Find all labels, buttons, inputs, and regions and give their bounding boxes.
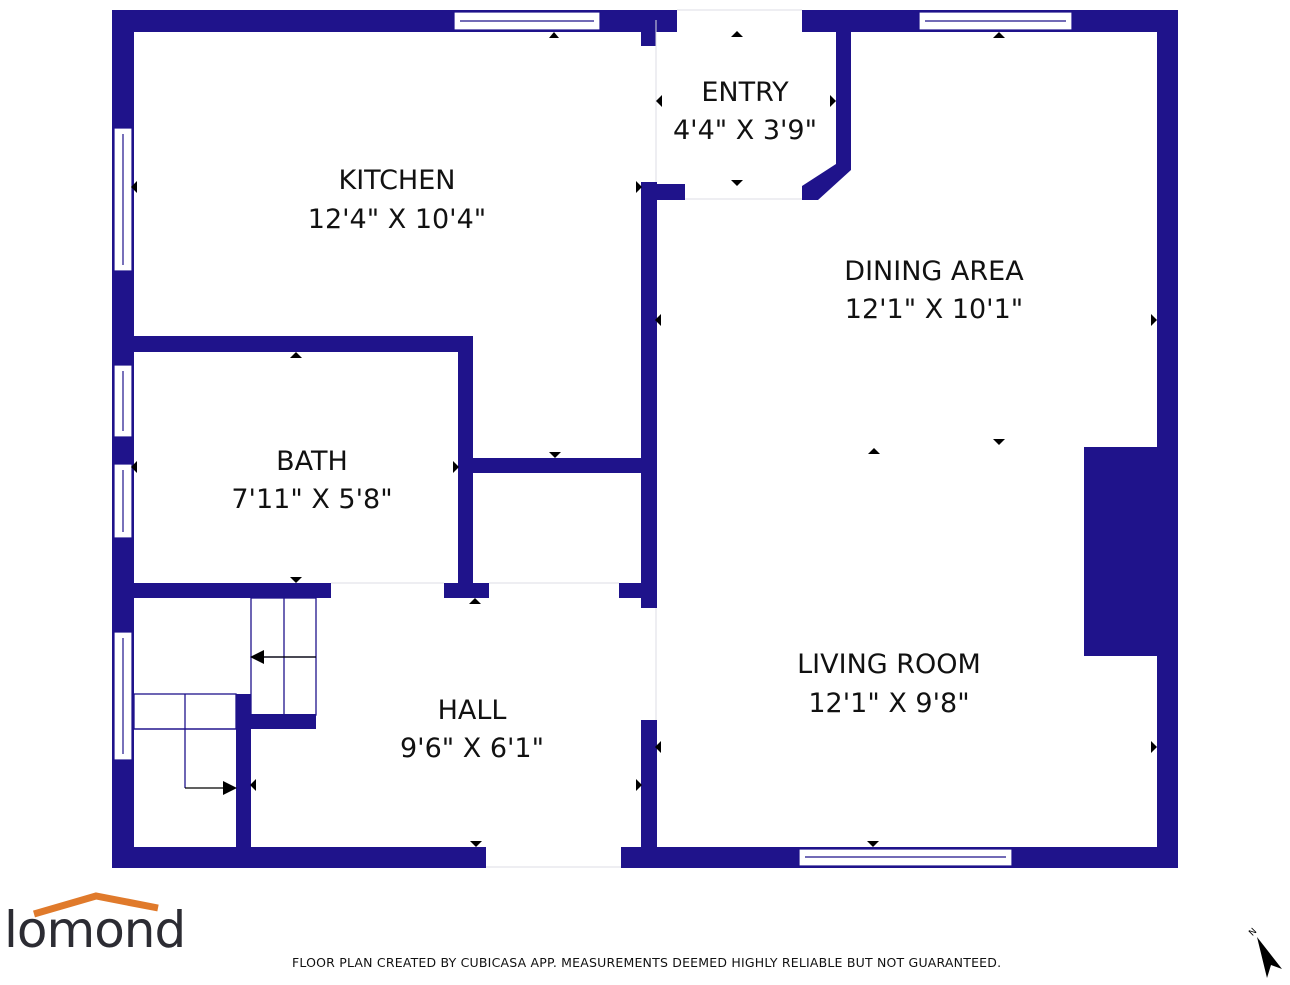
dimension-tick — [250, 779, 256, 791]
dimension-tick — [1151, 314, 1157, 326]
brand-logo: lomond — [4, 901, 186, 959]
dimension-tick — [731, 180, 743, 186]
stair-arrow-icon — [250, 650, 264, 664]
room-name-bath: BATH — [276, 446, 348, 477]
dimension-tick — [1151, 741, 1157, 753]
room-name-living: LIVING ROOM — [797, 649, 981, 680]
dimension-tick — [131, 181, 137, 193]
stair-arrow-icon — [223, 781, 237, 795]
dimension-ticks — [131, 31, 1157, 847]
room-name-entry: ENTRY — [701, 77, 789, 108]
north-compass-icon: N — [1247, 927, 1282, 978]
dimension-tick — [469, 598, 481, 604]
windows — [113, 11, 1073, 867]
dimension-tick — [868, 448, 880, 454]
dimension-tick — [549, 32, 559, 38]
wall — [641, 184, 685, 200]
room-size-entry: 4'4" X 3'9" — [673, 115, 817, 146]
wall — [641, 720, 657, 868]
room-labels: KITCHEN 12'4" X 10'4" ENTRY 4'4" X 3'9" … — [231, 77, 1024, 764]
wall — [1157, 10, 1178, 868]
dimension-tick — [453, 461, 459, 473]
wall — [112, 583, 331, 598]
dimension-tick — [867, 841, 879, 847]
open-boundaries — [331, 9, 802, 868]
logo-roof-icon — [33, 892, 159, 918]
wall — [458, 458, 656, 473]
dimension-tick — [993, 32, 1005, 38]
room-size-hall: 9'6" X 6'1" — [400, 733, 544, 764]
walls — [112, 10, 1178, 868]
wall — [619, 583, 656, 598]
dimension-tick — [290, 352, 302, 358]
room-size-kitchen: 12'4" X 10'4" — [308, 204, 486, 235]
stairs — [133, 597, 317, 789]
wall — [236, 694, 251, 868]
dimension-tick — [470, 841, 482, 847]
room-size-bath: 7'11" X 5'8" — [231, 484, 392, 515]
dimension-tick — [131, 461, 137, 473]
dimension-tick — [656, 95, 662, 107]
wall — [444, 583, 489, 598]
dimension-tick — [290, 577, 302, 583]
wall — [112, 847, 486, 868]
dimension-tick — [636, 779, 642, 791]
wall — [236, 714, 316, 729]
room-size-dining: 12'1" X 10'1" — [845, 294, 1023, 325]
room-size-living: 12'1" X 9'8" — [808, 688, 969, 719]
wall — [112, 336, 473, 352]
room-name-hall: HALL — [438, 695, 507, 726]
dimension-tick — [655, 741, 661, 753]
disclaimer-text: FLOOR PLAN CREATED BY CUBICASA APP. MEAS… — [292, 955, 1002, 970]
compass-letter: N — [1247, 927, 1259, 939]
dimension-tick — [731, 31, 743, 37]
room-name-kitchen: KITCHEN — [339, 165, 456, 196]
wall — [641, 20, 656, 46]
dimension-tick — [830, 95, 836, 107]
dimension-tick — [549, 452, 561, 458]
wall — [641, 182, 657, 608]
dimension-tick — [636, 181, 642, 193]
dimension-tick — [655, 314, 661, 326]
fireplace — [1084, 447, 1158, 656]
room-name-dining: DINING AREA — [844, 256, 1024, 287]
dimension-tick — [993, 439, 1005, 445]
wall — [802, 20, 851, 200]
